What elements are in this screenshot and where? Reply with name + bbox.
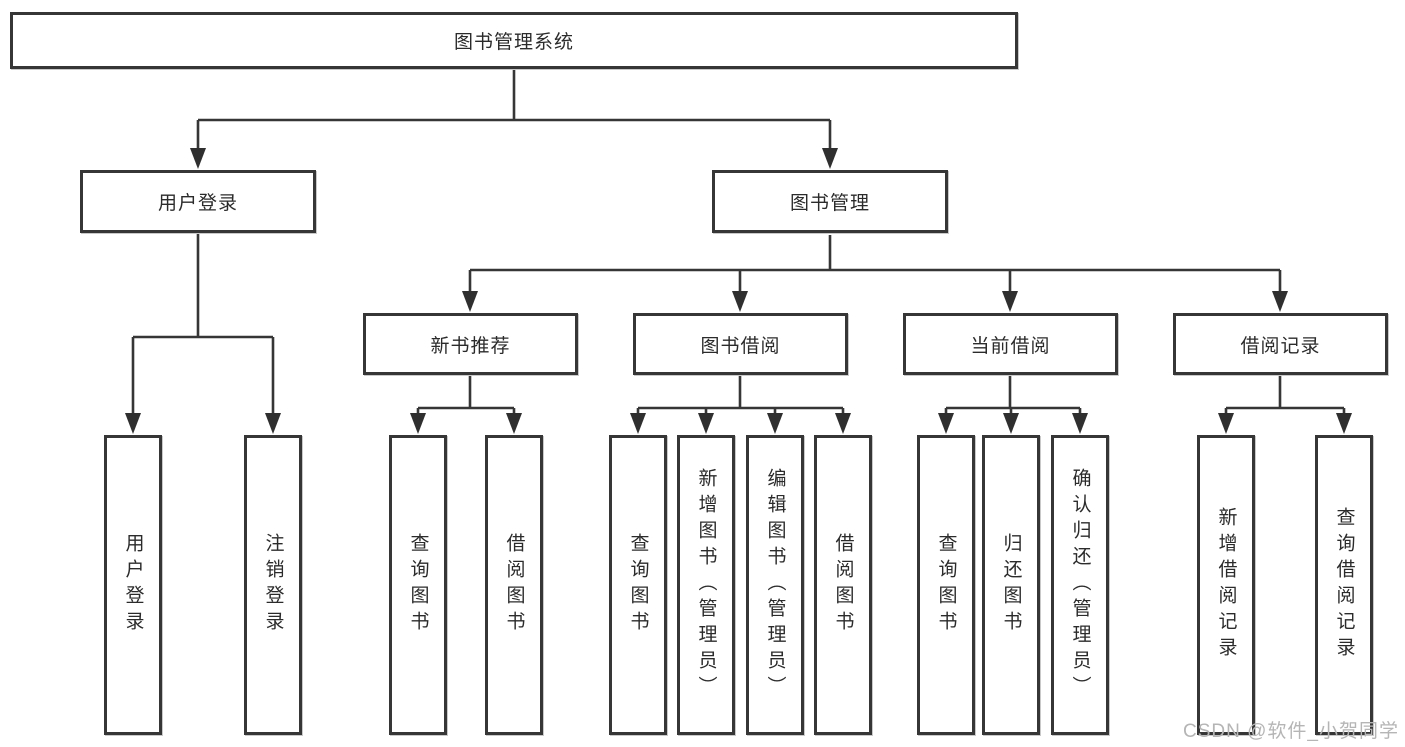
csdn-watermark: CSDN @软件_小贺同学: [1183, 721, 1399, 742]
leaf-label: 确认归还（管理员）: [1069, 468, 1091, 702]
node-user-login: 用户登录: [80, 170, 316, 233]
leaf-label: 借阅图书: [503, 533, 525, 637]
node-label: 新书推荐: [430, 335, 511, 357]
leaf-label: 用户登录: [122, 533, 144, 637]
node-new-book-recommendation: 新书推荐: [363, 313, 578, 375]
leaf-user-login: 用户登录: [104, 435, 162, 735]
connector-arrowheads: [125, 148, 1352, 434]
node-label: 借阅记录: [1240, 335, 1321, 357]
node-label: 当前借阅: [970, 335, 1051, 357]
leaf-label: 借阅图书: [832, 533, 854, 637]
leaf-label: 查询图书: [407, 533, 429, 637]
leaf-query-books-current: 查询图书: [917, 435, 975, 735]
leaf-borrow-books-borrowing: 借阅图书: [814, 435, 872, 735]
leaf-add-borrowing-record: 新增借阅记录: [1197, 435, 1255, 735]
leaf-label: 新增图书（管理员）: [695, 468, 717, 702]
node-label: 图书管理系统: [453, 32, 574, 53]
leaf-add-books-admin: 新增图书（管理员）: [677, 435, 735, 735]
leaf-edit-books-admin: 编辑图书（管理员）: [746, 435, 804, 735]
leaf-label: 查询图书: [627, 533, 649, 637]
node-book-management: 图书管理: [712, 170, 948, 233]
leaf-query-books-recommend: 查询图书: [389, 435, 447, 735]
leaf-borrow-books-recommend: 借阅图书: [485, 435, 543, 735]
leaf-label: 归还图书: [1000, 533, 1022, 637]
node-current-borrowing: 当前借阅: [903, 313, 1118, 375]
node-borrowing-records: 借阅记录: [1173, 313, 1388, 375]
leaf-confirm-return-admin: 确认归还（管理员）: [1051, 435, 1109, 735]
node-label: 用户登录: [157, 193, 238, 214]
leaf-label: 查询借阅记录: [1333, 507, 1355, 663]
leaf-logout: 注销登录: [244, 435, 302, 735]
leaf-label: 编辑图书（管理员）: [764, 468, 786, 702]
node-label: 图书借阅: [700, 335, 781, 357]
leaf-label: 新增借阅记录: [1215, 507, 1237, 663]
node-library-management-system: 图书管理系统: [10, 12, 1018, 69]
node-label: 图书管理: [789, 193, 870, 214]
node-book-borrowing: 图书借阅: [633, 313, 848, 375]
leaf-label: 注销登录: [262, 533, 284, 637]
leaf-query-books-borrowing: 查询图书: [609, 435, 667, 735]
leaf-query-borrowing-record: 查询借阅记录: [1315, 435, 1373, 735]
leaf-return-books: 归还图书: [982, 435, 1040, 735]
leaf-label: 查询图书: [935, 533, 957, 637]
